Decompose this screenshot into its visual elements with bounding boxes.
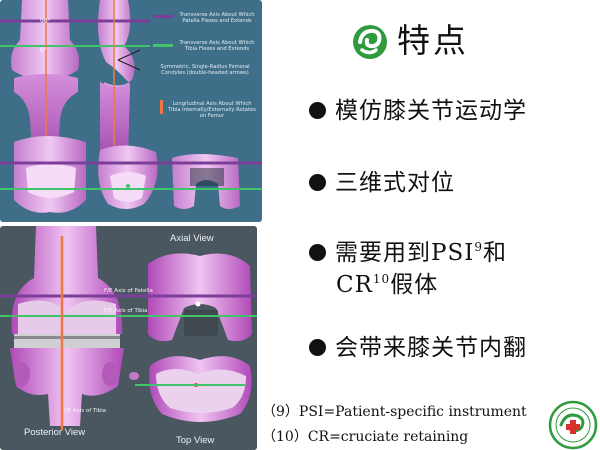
bullet-text-line2: CR — [336, 272, 373, 298]
implant-illustration — [0, 226, 257, 430]
angle-label-0: 0° — [40, 47, 47, 54]
bullet-item: 需要用到PSI9和 — [309, 238, 507, 268]
legend-longitudinal-axis: Longitudinal Axis About Which Tibia Inte… — [168, 101, 256, 119]
bullet-item: 会带来膝关节内翻 — [309, 333, 527, 363]
posterior-view-label: Posterior View — [24, 427, 86, 438]
bullet-dot-icon — [309, 244, 326, 261]
bullet-text-cont: 和 — [482, 240, 507, 266]
green-swirl-icon — [353, 25, 387, 59]
bullet-dot-icon — [309, 174, 326, 191]
bullet-item-continued: CR10假体 — [336, 270, 438, 300]
patella-axis-label: F/E Axis of Patella — [104, 288, 153, 294]
bullet-item: 模仿膝关节运动学 — [309, 96, 527, 126]
bullet-text: 三维式对位 — [335, 170, 455, 196]
legend-patella-axis: Transverse Axis About Which Patella Flex… — [179, 12, 255, 24]
bullet-dot-icon — [309, 339, 326, 356]
footnote-cr: （10）CR=cruciate retaining — [262, 429, 469, 445]
knee-anatomy-illustration — [0, 0, 262, 213]
footnote-ref: 9 — [474, 240, 483, 254]
slide-title: 特点 — [397, 21, 469, 60]
legend-condyles: Symmetric, Single-Radius Femoral Condyle… — [160, 64, 250, 76]
footnote-ref: 10 — [372, 272, 391, 286]
hospital-logo-icon — [548, 400, 598, 450]
bullet-text: 需要用到PSI — [335, 240, 475, 266]
slide-title-block: 特点 — [350, 20, 480, 62]
knee-kinematics-figure: 90° 0° Transverse Axis About Which Patel… — [0, 0, 262, 222]
bullet-text: 会带来膝关节内翻 — [335, 335, 527, 361]
bullet-dot-icon — [309, 102, 326, 119]
top-view-label: Top View — [176, 435, 215, 446]
axial-view-label: Axial View — [170, 233, 214, 244]
ie-tibia-axis-label: I/E Axis of Tibia — [64, 408, 107, 414]
implant-views-figure: Axial View Posterior View Top View F/E A… — [0, 226, 257, 450]
bullet-item: 三维式对位 — [309, 168, 455, 198]
footnote-psi: （9）PSI=Patient-specific instrument — [262, 404, 527, 420]
bullet-text-line2b: 假体 — [390, 272, 439, 298]
legend-tibia-axis: Transverse Axis About Which Tibia Flexes… — [179, 40, 255, 52]
tibia-axis-label: F/E Axis of Tibia — [104, 308, 148, 314]
angle-label-90: 90° — [40, 18, 51, 25]
bullet-text: 模仿膝关节运动学 — [335, 98, 527, 124]
